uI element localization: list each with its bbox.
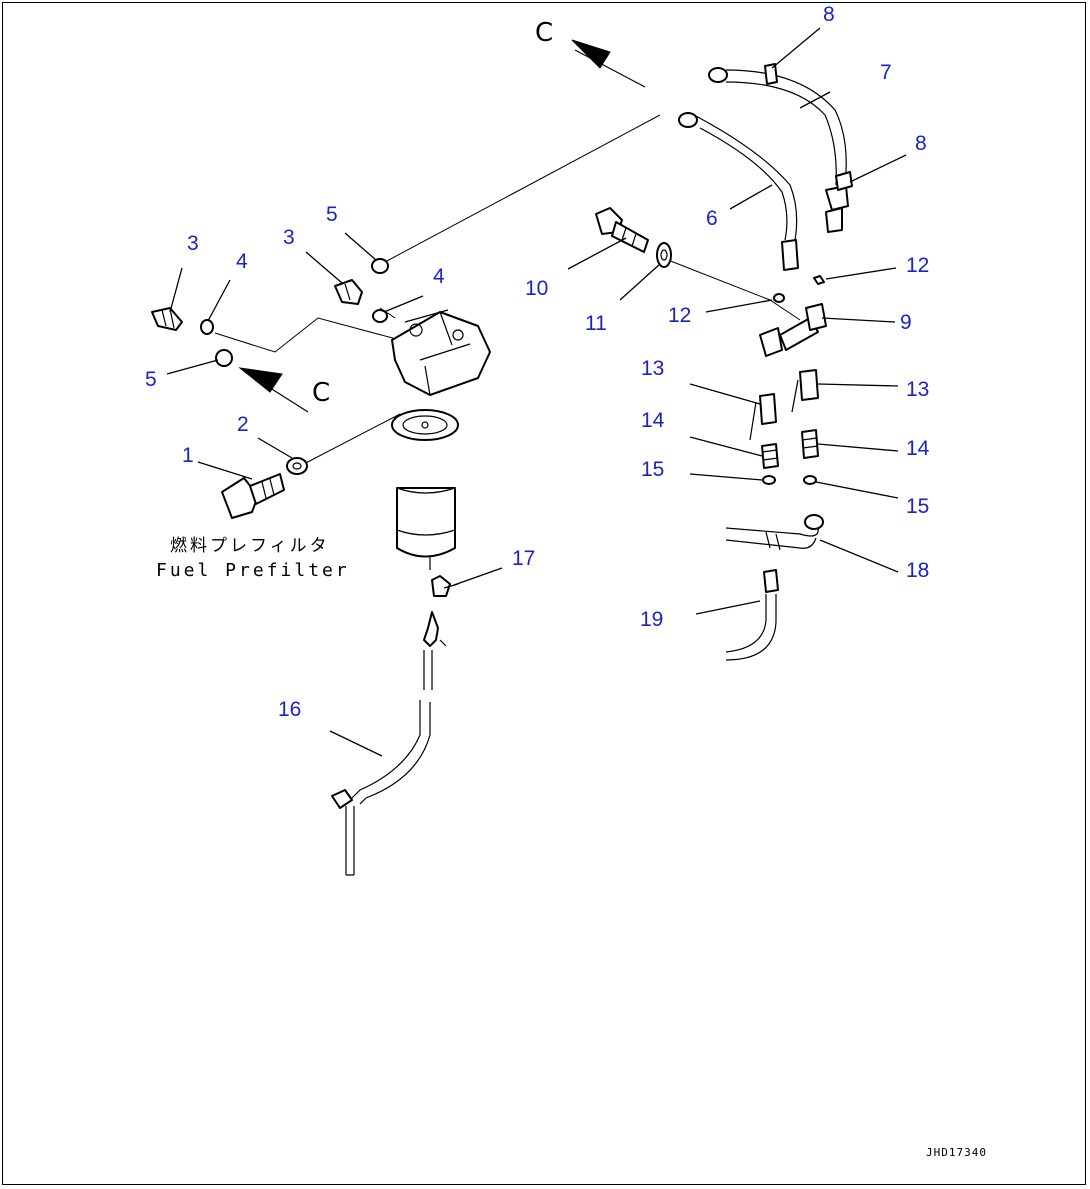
flow-arrow-letter-left: C	[312, 378, 331, 408]
assembly-lines	[214, 114, 801, 467]
part-3-elbow-right	[334, 279, 363, 305]
callout-12-left: 12	[668, 304, 692, 327]
callout-14-left: 14	[641, 409, 665, 432]
part-10-banjo-bolt	[595, 207, 649, 253]
part-5-o-ring-top	[371, 258, 389, 274]
part-15-o-ring-left	[762, 475, 776, 485]
part-3-elbow-left	[151, 307, 183, 331]
part-13-fitting-left	[749, 393, 777, 441]
part-19-hose	[725, 569, 779, 661]
part-5-o-ring-bottom	[215, 349, 233, 367]
callout-12-right: 12	[906, 254, 930, 277]
callout-6: 6	[706, 207, 718, 230]
callout-8-top: 8	[823, 3, 835, 26]
caption-japanese: 燃料プレフィルタ	[170, 536, 330, 556]
drawing-code: JHD17340	[926, 1146, 987, 1159]
filter-cartridge	[391, 409, 459, 570]
part-18-tube	[725, 514, 824, 551]
callout-17: 17	[512, 547, 536, 570]
part-4-o-ring-left	[200, 319, 214, 335]
flow-arrow-c-top	[571, 39, 646, 88]
assembly-line-4-to-head	[214, 317, 401, 353]
part-2-washer	[286, 457, 308, 475]
part-9-fuel-block	[759, 303, 827, 357]
flow-arrow-c-left	[238, 367, 309, 413]
callout-5-bottom: 5	[145, 368, 157, 391]
callout-3-left: 3	[187, 232, 199, 255]
callout-4-right: 4	[433, 265, 445, 288]
callout-15-left: 15	[641, 458, 665, 481]
callout-15-right: 15	[906, 495, 930, 518]
part-14-nipple-left	[761, 443, 779, 469]
callout-2: 2	[237, 413, 249, 436]
part-1-bolt	[221, 473, 285, 519]
callout-13-right: 13	[906, 378, 930, 401]
part-6-fuel-hose	[678, 112, 799, 271]
callout-1: 1	[182, 444, 194, 467]
callout-9: 9	[900, 311, 912, 334]
callout-13-left: 13	[641, 357, 665, 380]
part-15-o-ring-right	[803, 475, 817, 485]
callout-3-right: 3	[283, 226, 295, 249]
callout-19: 19	[640, 608, 664, 631]
callout-5-top: 5	[326, 203, 338, 226]
callout-10: 10	[525, 277, 549, 300]
part-12-seal-left	[773, 293, 785, 303]
caption-english: Fuel Prefilter	[156, 560, 350, 581]
leader-lines	[166, 27, 907, 757]
flow-arrow-letter-top: C	[535, 18, 554, 48]
part-8-clamp-bottom	[835, 171, 853, 191]
part-14-nipple-right	[801, 429, 819, 459]
callout-4-left: 4	[236, 250, 248, 273]
callout-11: 11	[585, 312, 607, 335]
part-13-fitting-right	[791, 369, 819, 413]
callout-14-right: 14	[906, 437, 930, 460]
assembly-line-2-to-filter	[299, 413, 401, 467]
callout-18: 18	[906, 559, 930, 582]
part-11-washer	[656, 242, 672, 268]
part-12-seal-right	[813, 275, 825, 285]
part-4-o-ring-right	[372, 309, 388, 323]
part-8-clamp-top	[764, 63, 778, 85]
callout-8-bottom: 8	[915, 132, 927, 155]
assembly-line-5-to-hose	[384, 114, 661, 263]
filter-head	[391, 309, 491, 396]
part-16-drain-hose	[331, 611, 447, 876]
callout-16: 16	[278, 698, 302, 721]
part-17-drain-valve	[431, 575, 459, 597]
part-7-fuel-hose	[708, 67, 849, 233]
callout-7: 7	[880, 61, 892, 84]
